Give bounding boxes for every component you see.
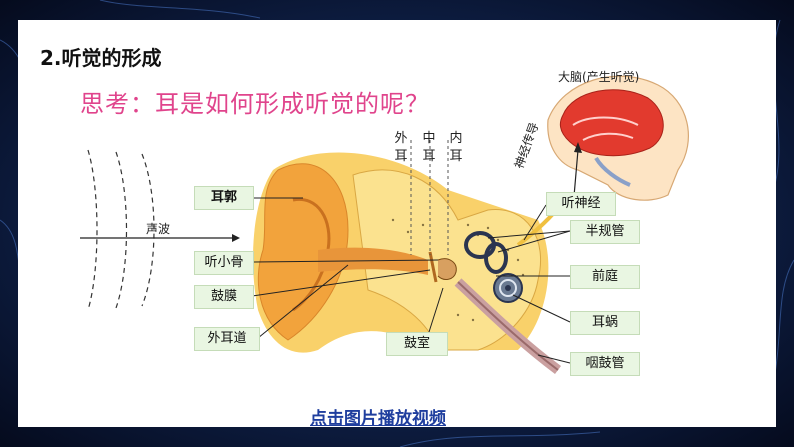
brain-label: 大脑(产生听觉) [558, 70, 640, 84]
layer-middle-char1: 中 [422, 131, 436, 146]
label-ossicles: 听小骨 [194, 251, 254, 275]
label-eustachian-tube: 咽鼓管 [570, 352, 640, 376]
question-text: 思考：耳是如何形成听觉的呢？ [80, 90, 430, 118]
pointer-lines [251, 197, 571, 364]
label-auditory-nerve: 听神经 [546, 192, 616, 216]
ear-diagram[interactable] [18, 20, 776, 427]
layer-tag-middle: 中耳 [421, 130, 437, 166]
layer-middle-char2: 耳 [422, 149, 436, 164]
label-cochlea: 耳蜗 [570, 311, 640, 335]
sound-wave-label: 声波 [146, 222, 171, 236]
layer-outer-char1: 外 [394, 131, 408, 146]
label-tympanic-cavity: 鼓室 [386, 332, 448, 356]
layer-tag-inner: 内耳 [448, 130, 464, 166]
label-semicircular-canals: 半规管 [570, 220, 640, 244]
layer-inner-char1: 内 [449, 131, 463, 146]
play-video-link[interactable]: 点击图片播放视频 [310, 409, 446, 429]
ear-illustration [253, 152, 565, 374]
layer-outer-char2: 耳 [394, 149, 408, 164]
label-vestibule: 前庭 [570, 265, 640, 289]
layer-inner-char2: 耳 [449, 149, 463, 164]
label-eardrum: 鼓膜 [194, 285, 254, 309]
layer-tag-outer: 外耳 [393, 130, 409, 166]
label-auricle: 耳郭 [194, 186, 254, 210]
slide-canvas: 2.听觉的形成 思考：耳是如何形成听觉的呢？ [18, 20, 776, 429]
sound-waves [87, 149, 155, 311]
layer-dividers [410, 140, 449, 255]
slide-title: 2.听觉的形成 [40, 46, 162, 70]
head-illustration [547, 75, 689, 201]
label-ear-canal: 外耳道 [194, 327, 260, 351]
